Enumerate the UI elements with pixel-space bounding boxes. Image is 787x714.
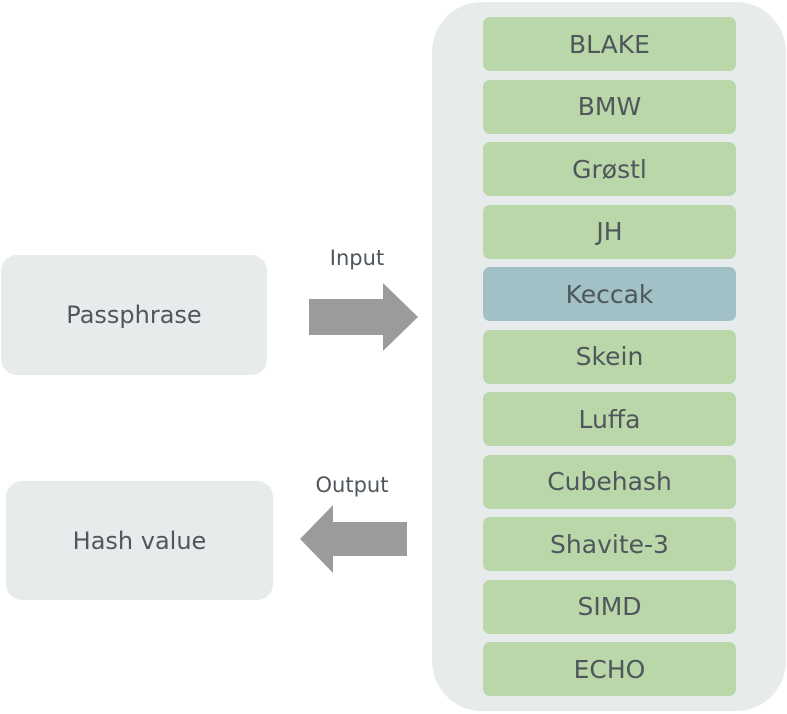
output-arrow-icon xyxy=(300,505,407,573)
algorithm-item: Grøstl xyxy=(483,142,736,196)
algorithm-item: Keccak xyxy=(483,267,736,321)
hash-value-label: Hash value xyxy=(72,526,207,555)
input-label: Input xyxy=(329,246,385,270)
algorithm-item: Cubehash xyxy=(483,454,736,509)
algorithm-item: BMW xyxy=(483,79,736,134)
algorithm-item: JH xyxy=(483,204,736,259)
algorithm-item: ECHO xyxy=(483,642,736,696)
input-arrow-icon xyxy=(309,283,418,351)
algorithm-item: Luffa xyxy=(483,392,736,446)
algorithm-item: SIMD xyxy=(483,579,736,634)
hash-value-box: Hash value xyxy=(6,481,273,600)
passphrase-label: Passphrase xyxy=(66,301,202,329)
passphrase-box: Passphrase xyxy=(1,255,267,375)
algorithm-item: BLAKE xyxy=(483,17,736,71)
algorithm-item: Shavite-3 xyxy=(483,517,736,571)
algorithm-item: Skein xyxy=(483,329,736,384)
output-label: Output xyxy=(315,473,389,497)
